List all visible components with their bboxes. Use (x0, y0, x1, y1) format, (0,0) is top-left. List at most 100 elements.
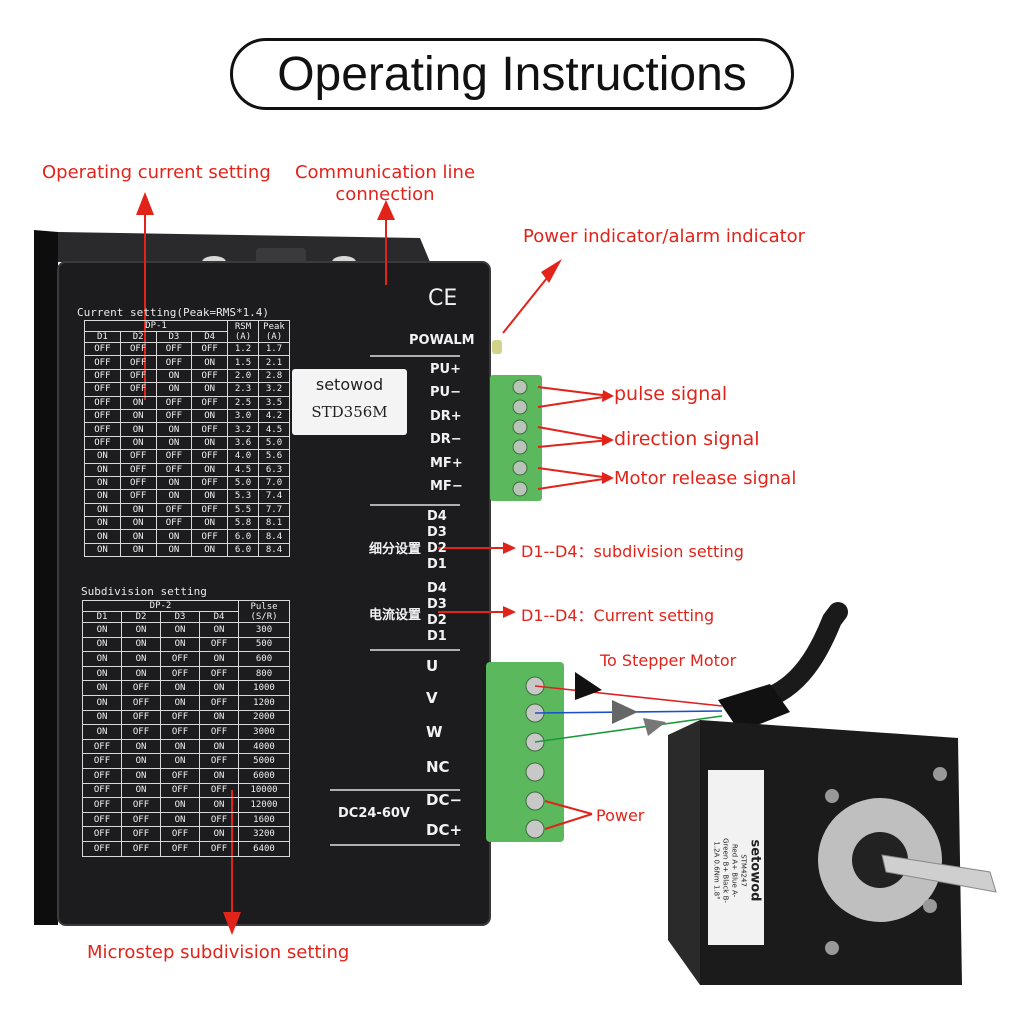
signal-terminal-screws (512, 379, 528, 497)
dip-switch-label: D1 (427, 557, 447, 572)
table-cell: 1000 (238, 680, 290, 696)
table-cell: ON (82, 680, 122, 696)
dip-switch-label: D4 (427, 509, 447, 524)
table-cell: 600 (238, 651, 290, 667)
signal-terminal-label: MF− (430, 479, 463, 494)
table-cell: ON (119, 516, 157, 531)
annotation-to-stepper-motor: To Stepper Motor (600, 651, 737, 670)
table-cell: OFF (121, 724, 161, 740)
motor-side (668, 720, 700, 985)
table-cell: ON (121, 651, 161, 667)
table-cell: OFF (84, 341, 121, 357)
annotation-microstep: Microstep subdivision setting (87, 942, 350, 963)
subdivision-col-header: D3 (160, 611, 200, 623)
table-cell: ON (199, 767, 239, 784)
annotation-motor-release: Motor release signal (614, 468, 797, 489)
table-cell: ON (155, 382, 193, 397)
table-cell: 3200 (238, 826, 290, 842)
pulse-header: Pulse (S/R) (238, 600, 290, 623)
table-cell: ON (84, 449, 121, 464)
power-terminal-label: V (426, 689, 438, 707)
table-cell: 6.3 (258, 462, 290, 477)
table-cell: ON (121, 636, 161, 653)
table-cell: OFF (84, 435, 121, 451)
table-cell: OFF (191, 475, 228, 491)
table-cell: OFF (121, 811, 161, 828)
power-terminal-screws (525, 676, 545, 839)
dip-switch-label: D2 (427, 541, 447, 556)
table-cell: OFF (119, 449, 157, 464)
table-cell: 2.8 (258, 368, 290, 384)
table-cell: 1.2 (227, 341, 259, 357)
table-cell: 2.5 (227, 395, 259, 410)
table-cell: OFF (199, 665, 239, 682)
table-cell: OFF (82, 753, 122, 769)
power-terminal-label: U (426, 657, 439, 675)
table-cell: OFF (191, 422, 228, 437)
table-cell: ON (199, 651, 239, 667)
annotation-pulse-signal: pulse signal (614, 383, 728, 405)
subdivision-col-header: D1 (82, 611, 122, 623)
subdivision-col-header: D4 (199, 611, 239, 623)
table-cell: OFF (155, 449, 193, 464)
table-cell: ON (121, 753, 161, 769)
annotation-power: Power (596, 806, 645, 825)
table-cell: ON (82, 636, 122, 653)
current-col-header: D4 (191, 331, 228, 343)
table-cell: ON (84, 502, 121, 518)
annotation-comm-line-2: connection (335, 184, 435, 205)
table-cell: OFF (119, 489, 157, 504)
table-cell: 5000 (238, 753, 290, 769)
table-cell: ON (155, 475, 193, 491)
dip-switch-label: D1 (427, 629, 447, 644)
current-col-header: D3 (155, 331, 193, 343)
table-cell: 5.0 (227, 475, 259, 491)
ce-mark: CE (428, 286, 458, 311)
table-cell: OFF (121, 797, 161, 813)
table-cell: ON (84, 542, 121, 558)
table-cell: OFF (199, 724, 239, 740)
table-cell: OFF (121, 680, 161, 696)
table-cell: OFF (155, 355, 193, 370)
table-cell: ON (82, 665, 122, 682)
table-cell: 800 (238, 665, 290, 682)
annotation-operating-current: Operating current setting (42, 162, 271, 183)
table-cell: OFF (191, 529, 228, 544)
table-cell: ON (119, 422, 157, 437)
table-cell: OFF (82, 797, 122, 813)
table-cell: 3.2 (227, 422, 259, 437)
table-cell: OFF (84, 382, 121, 397)
table-cell: OFF (119, 475, 157, 491)
table-cell: 4.2 (258, 408, 290, 424)
indicator-led (492, 340, 502, 354)
dip-switch-label: D3 (427, 525, 447, 540)
signal-terminal-label: MF+ (430, 456, 463, 471)
rsm-header: RSM (A) (227, 320, 259, 343)
table-cell: OFF (199, 782, 239, 799)
motor-brand: setowod (747, 839, 763, 902)
table-cell: ON (191, 435, 228, 451)
table-cell: ON (191, 382, 228, 397)
table-cell: 6.0 (227, 529, 259, 544)
table-cell: OFF (160, 651, 200, 667)
table-cell: OFF (191, 449, 228, 464)
driver-top-edge (58, 232, 430, 262)
table-cell: 1200 (238, 694, 290, 711)
arrow-motor-release (537, 467, 611, 479)
motor-spec-line: Green B+ Black B- (721, 838, 730, 903)
power-terminal-label: DC− (426, 791, 463, 809)
table-cell: OFF (160, 665, 200, 682)
signal-terminal-label: PU+ (430, 362, 461, 377)
dip-switch-label: D3 (427, 597, 447, 612)
